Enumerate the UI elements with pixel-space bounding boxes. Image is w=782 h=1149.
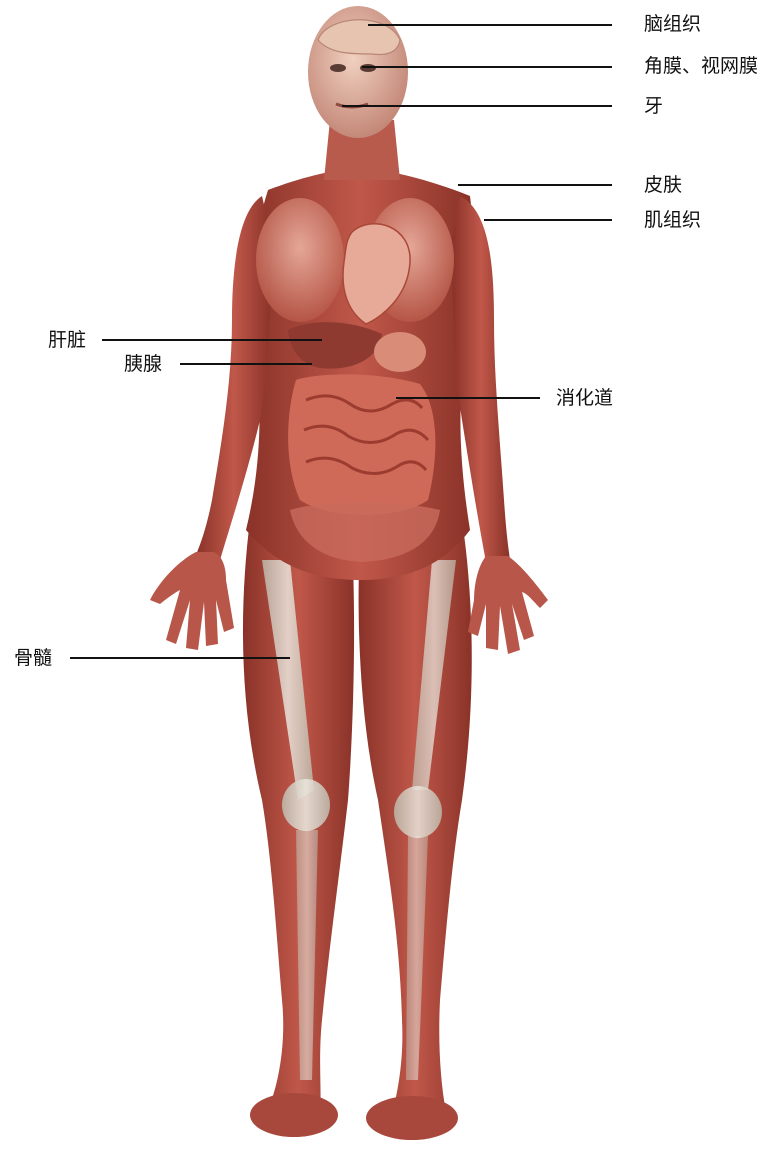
label-liver: 肝脏 bbox=[48, 331, 86, 350]
label-skin: 皮肤 bbox=[644, 176, 682, 195]
label-pancreas: 胰腺 bbox=[124, 355, 162, 374]
label-teeth: 牙 bbox=[644, 97, 663, 116]
label-bone-marrow: 骨髓 bbox=[14, 649, 52, 668]
label-digestive-tract: 消化道 bbox=[556, 389, 613, 408]
label-muscle-tissue: 肌组织 bbox=[644, 211, 701, 230]
label-cornea-retina: 角膜、视网膜 bbox=[644, 57, 758, 76]
label-brain-tissue: 脑组织 bbox=[644, 15, 701, 34]
